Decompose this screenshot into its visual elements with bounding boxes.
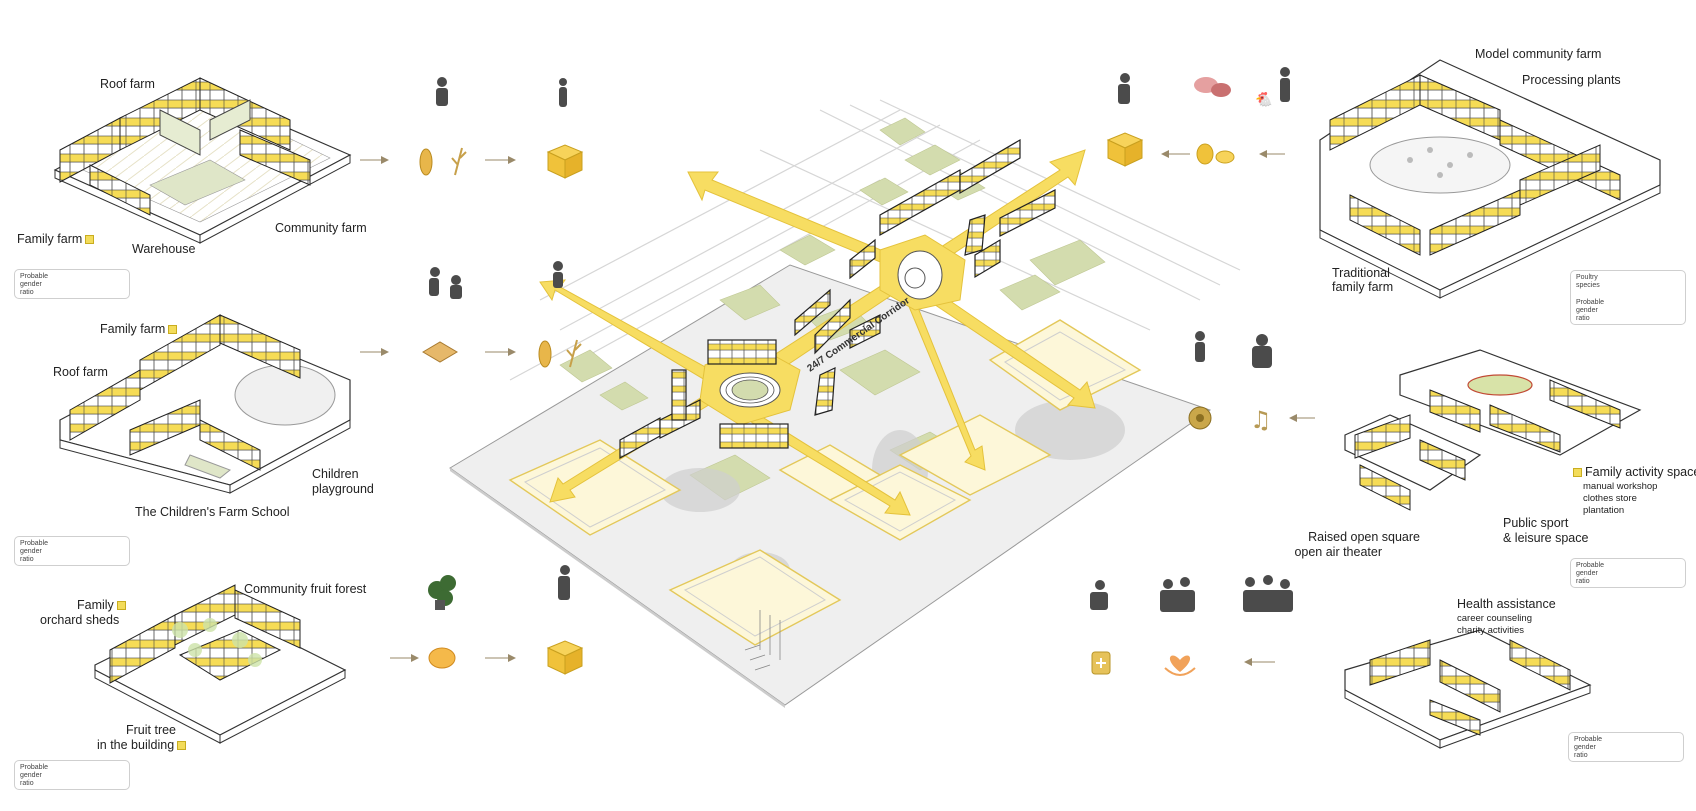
panel-poultry-farm [1320, 60, 1660, 298]
fruit-icon [429, 648, 455, 668]
label-family-orchard-1-text: Family [77, 598, 114, 612]
panel-health-assistance [1345, 630, 1590, 748]
gender-ratio-text: Probable gender ratio [1576, 562, 1610, 586]
label-family-orchard-1: Family [77, 598, 129, 613]
label-charity-activities: charity activities [1457, 625, 1524, 636]
label-family-farm-2-text: Family farm [100, 322, 165, 336]
legend-square [177, 741, 186, 750]
label-children-2: playground [312, 482, 374, 497]
soccer-ball-icon [1189, 407, 1211, 429]
gender-ratio-text: Probable gender ratio [20, 273, 54, 297]
hen-icon: 🐔 [1255, 91, 1272, 108]
medical-icon [1092, 652, 1110, 674]
panel-childrens-farm-school [60, 315, 350, 493]
gender-ratio-text: Probable gender ratio [1574, 736, 1608, 760]
corn-icon [420, 149, 551, 367]
label-family-farm-1: Family farm [17, 232, 97, 247]
gender-ratio-text: Probable gender ratio [1576, 299, 1610, 323]
poultry-legend-box: Poultry species Probable gender ratio [1570, 270, 1686, 325]
sandbox-icon [423, 342, 457, 362]
label-plantation: plantation [1583, 505, 1624, 516]
label-public-sport-1: Public sport [1503, 516, 1568, 531]
meat-icon [1194, 77, 1231, 97]
label-roof-farm-2: Roof farm [53, 365, 108, 380]
center-site-plan: 24/7 Commercial Corridor ♫ [450, 100, 1272, 708]
label-model-community-farm: Model community farm [1475, 47, 1601, 62]
legend-square [117, 601, 126, 610]
label-family-farm-1-text: Family farm [17, 232, 82, 246]
legend-square [1573, 468, 1582, 477]
label-community-fruit-forest: Community fruit forest [244, 582, 366, 597]
egg-icon [1197, 144, 1234, 164]
label-public-sport-2: & leisure space [1503, 531, 1588, 546]
label-family-orchard-2: orchard sheds [40, 613, 119, 628]
panel-roof-farm [55, 78, 350, 243]
label-raised-square-1: Raised open square [1282, 530, 1420, 545]
gender-ratio-box-2: Probable gender ratio [14, 536, 130, 566]
wheat-icon [452, 148, 581, 367]
legend-square [85, 235, 94, 244]
label-traditional-2: family farm [1332, 280, 1393, 295]
label-traditional-1: Traditional [1332, 266, 1390, 281]
label-family-activity: Family activity space [1570, 465, 1696, 480]
label-warehouse: Warehouse [132, 242, 195, 257]
legend-square [168, 325, 177, 334]
heart-hands-icon [1165, 656, 1195, 675]
label-raised-square-2: open air theater [1282, 545, 1382, 560]
label-fruit-tree-2-text: in the building [97, 738, 174, 752]
music-icon: ♫ [1250, 406, 1272, 434]
label-community-farm: Community farm [275, 221, 367, 236]
label-health-assistance: Health assistance [1457, 597, 1556, 612]
poultry-species-text: Poultry species [1576, 274, 1610, 290]
plant-icon [428, 575, 456, 610]
gender-ratio-box-4: Probable gender ratio [1570, 558, 1686, 588]
gender-ratio-box-5: Probable gender ratio [1568, 732, 1684, 762]
label-roof-farm-1: Roof farm [100, 77, 155, 92]
label-career-counseling: career counseling [1457, 613, 1532, 624]
label-manual-workshop: manual workshop [1583, 481, 1657, 492]
label-fruit-tree-1: Fruit tree [126, 723, 176, 738]
label-children-1: Children [312, 467, 359, 482]
label-fruit-tree-2: in the building [97, 738, 189, 753]
gender-ratio-box-3: Probable gender ratio [14, 760, 130, 790]
gender-ratio-box-1: Probable gender ratio [14, 269, 130, 299]
label-processing-plants: Processing plants [1522, 73, 1621, 88]
label-childrens-farm-school: The Children's Farm School [135, 505, 290, 520]
gender-ratio-text: Probable gender ratio [20, 540, 54, 564]
label-family-farm-2: Family farm [100, 322, 180, 337]
label-family-activity-text: Family activity space [1585, 465, 1696, 479]
panel-community-fruit-forest [95, 585, 345, 743]
gender-ratio-text: Probable gender ratio [20, 764, 54, 788]
label-clothes-store: clothes store [1583, 493, 1637, 504]
